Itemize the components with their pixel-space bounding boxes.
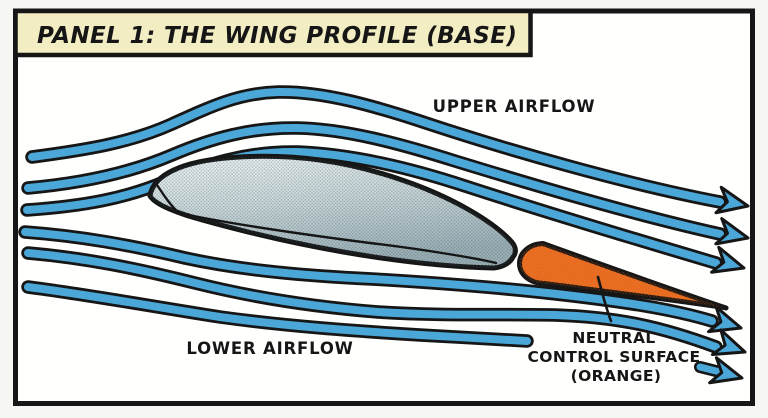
streamline-lower-2: [21, 246, 751, 366]
streamline-wake-stub: [694, 356, 747, 393]
streamline-lower-3: [21, 280, 534, 348]
airfoil-contour-line: [155, 183, 498, 265]
callout-leader-line: [596, 275, 613, 323]
lower-airflow-label: LOWER AIRFLOW: [186, 339, 353, 358]
streamline-upper-3: [20, 145, 750, 282]
panel-title-box: PANEL 1: THE WING PROFILE (BASE): [13, 8, 533, 58]
callout-line-2: CONTROL SURFACE: [528, 348, 701, 366]
flap-halftone-texture: [519, 243, 726, 308]
control-surface: [517, 241, 729, 323]
panel-title: PANEL 1: THE WING PROFILE (BASE): [37, 23, 517, 49]
streamline-upper-1: [25, 85, 753, 221]
callout-line-1: NEUTRAL: [572, 329, 655, 347]
streamline-upper-2: [21, 121, 753, 253]
wing-airfoil: [147, 153, 518, 271]
control-surface-callout: NEUTRAL CONTROL SURFACE (ORANGE): [528, 329, 701, 385]
upper-airflow-label: UPPER AIRFLOW: [433, 97, 596, 116]
callout-line-3: (ORANGE): [571, 367, 662, 385]
title-box-background: [13, 8, 533, 58]
streamline-lower-1: [18, 225, 747, 342]
airfoil-halftone-texture: [150, 156, 516, 268]
upper-streamlines: [20, 85, 753, 282]
lower-streamlines: [18, 225, 751, 393]
